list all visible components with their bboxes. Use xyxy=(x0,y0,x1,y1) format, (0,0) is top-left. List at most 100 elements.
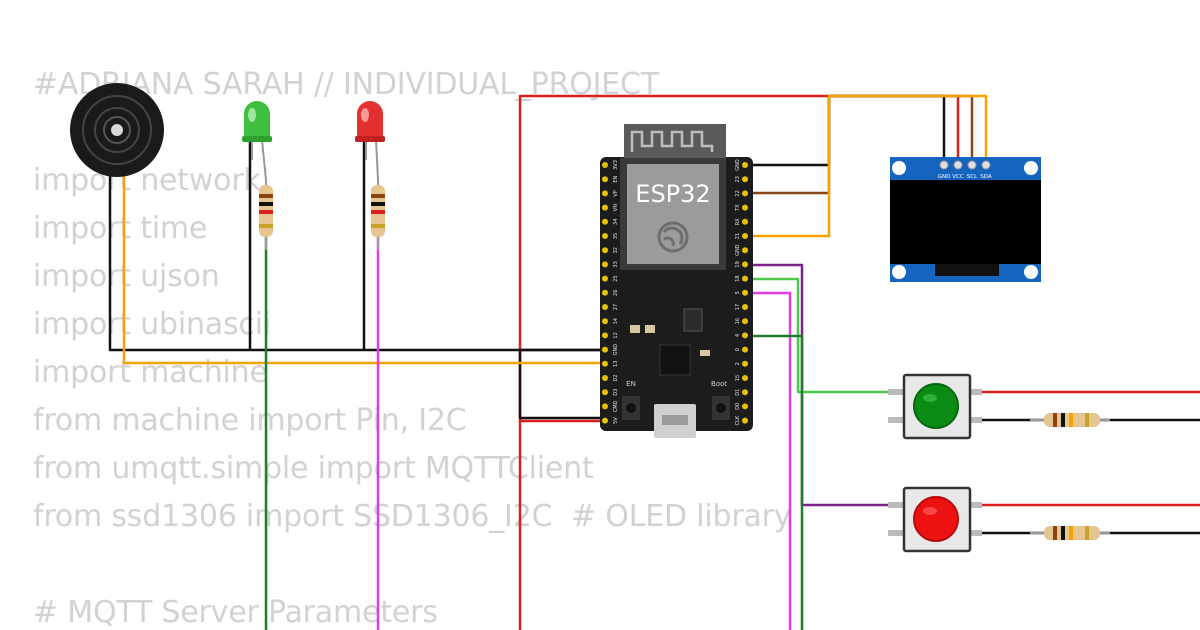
right-pin-label: 15 xyxy=(735,375,741,381)
left-pin-label: 34 xyxy=(613,219,619,225)
right-pin-label: 22 xyxy=(735,190,741,196)
left-pin-label: D3 xyxy=(613,389,619,396)
right-pin[interactable] xyxy=(742,204,748,211)
oled-pin[interactable] xyxy=(981,160,991,170)
right-pin[interactable] xyxy=(742,375,748,381)
right-pin[interactable] xyxy=(742,346,748,353)
left-pin[interactable] xyxy=(602,360,608,367)
left-pin[interactable] xyxy=(602,389,608,396)
wires xyxy=(108,94,1200,630)
pushbutton-red[interactable] xyxy=(888,486,982,553)
code-line: from umqtt.simple import MQTTClient xyxy=(33,451,594,486)
left-pin-label: 5V xyxy=(613,417,619,424)
oled-pin[interactable] xyxy=(967,160,977,170)
left-pin[interactable] xyxy=(602,318,608,325)
left-pin-header: 3V3ENVPVN343532332526271412GND13D2D3CMD5… xyxy=(602,160,619,424)
right-pin[interactable] xyxy=(742,403,748,410)
left-pin-label: 35 xyxy=(613,233,619,239)
right-pin-label: 23 xyxy=(735,176,741,182)
left-pin[interactable] xyxy=(602,375,608,381)
right-pin-label: 19 xyxy=(735,261,741,267)
left-pin[interactable] xyxy=(602,162,608,168)
right-pin[interactable] xyxy=(742,190,748,197)
left-pin-label: 14 xyxy=(613,318,619,324)
code-line: import time xyxy=(33,211,208,246)
left-pin[interactable] xyxy=(602,204,608,211)
right-pin-label: D0 xyxy=(735,403,741,410)
wire-black-gnd-rail[interactable] xyxy=(108,155,604,352)
wire-green-gpio4[interactable] xyxy=(745,334,804,630)
left-pin[interactable] xyxy=(602,417,608,424)
left-pin[interactable] xyxy=(602,332,608,339)
wire-black-loop[interactable] xyxy=(518,348,604,420)
right-pin[interactable] xyxy=(742,233,748,239)
left-pin[interactable] xyxy=(602,275,608,282)
right-pin[interactable] xyxy=(742,304,748,310)
code-line: from machine import Pin, I2C xyxy=(33,403,467,438)
code-line: import ubinascii xyxy=(33,307,271,342)
right-pin-label: GND xyxy=(735,244,741,256)
pushbutton-green[interactable] xyxy=(888,373,982,440)
right-pin[interactable] xyxy=(742,389,748,396)
esp32-board[interactable]: ESP32 EN Boot GND2322TXRX21GND1918517164… xyxy=(600,124,753,438)
right-pin-label: RX xyxy=(735,218,741,225)
wire-purple-button2[interactable] xyxy=(745,263,888,507)
right-pin[interactable] xyxy=(742,332,748,339)
board-label: ESP32 xyxy=(635,180,710,208)
right-pin[interactable] xyxy=(742,417,748,424)
right-pin[interactable] xyxy=(742,289,748,296)
left-pin[interactable] xyxy=(602,233,608,239)
left-pin[interactable] xyxy=(602,190,608,197)
right-pin[interactable] xyxy=(742,247,748,254)
en-button-label: EN xyxy=(626,380,636,388)
buzzer[interactable] xyxy=(70,83,164,177)
right-pin-label: CLK xyxy=(735,415,741,425)
left-pin[interactable] xyxy=(602,304,608,310)
left-pin[interactable] xyxy=(602,176,608,183)
right-pin[interactable] xyxy=(742,318,748,325)
left-pin[interactable] xyxy=(602,218,608,225)
wire-orange-sda[interactable] xyxy=(745,94,988,238)
right-pin[interactable] xyxy=(742,261,748,268)
right-pin-label: 4 xyxy=(735,334,741,337)
right-pin-label: TX xyxy=(735,204,741,212)
espressif-logo-icon xyxy=(657,221,689,253)
left-pin-label: 33 xyxy=(613,261,619,267)
led-red[interactable] xyxy=(355,101,385,181)
code-line: import ujson xyxy=(33,259,220,294)
right-pin-label: 16 xyxy=(735,318,741,324)
right-pin-label: 17 xyxy=(735,304,741,310)
left-pin[interactable] xyxy=(602,403,608,410)
right-pin[interactable] xyxy=(742,176,748,183)
led-green[interactable] xyxy=(242,101,272,181)
wire-orange-buzzer[interactable] xyxy=(122,170,604,365)
right-pin[interactable] xyxy=(742,360,748,367)
right-pin[interactable] xyxy=(742,162,748,168)
left-pin[interactable] xyxy=(602,346,608,353)
oled-pin-label: SCL xyxy=(967,174,978,180)
left-pin[interactable] xyxy=(602,289,608,296)
left-pin-label: 32 xyxy=(613,247,619,253)
left-pin-label: GND xyxy=(613,344,619,356)
resistor-green-led[interactable] xyxy=(259,180,273,250)
right-pin-label: D1 xyxy=(735,389,741,396)
left-pin-label: D2 xyxy=(613,374,619,381)
left-pin[interactable] xyxy=(602,261,608,268)
resistor-red-led[interactable] xyxy=(371,180,385,250)
right-pin[interactable] xyxy=(742,275,748,282)
wire-black-oled-gnd[interactable] xyxy=(745,94,946,167)
left-pin-label: 25 xyxy=(613,275,619,281)
left-pin-label: CMD xyxy=(613,400,619,412)
oled-pin[interactable] xyxy=(953,160,963,170)
right-pin-label: 5 xyxy=(735,291,741,294)
wire-magenta-gpio5[interactable] xyxy=(745,291,792,630)
left-pin-label: EN xyxy=(613,175,619,182)
resistor-button-green[interactable] xyxy=(1030,413,1110,427)
right-pin[interactable] xyxy=(742,218,748,225)
left-pin[interactable] xyxy=(602,247,608,254)
oled-pin[interactable] xyxy=(939,160,949,170)
resistor-button-red[interactable] xyxy=(1030,526,1110,540)
